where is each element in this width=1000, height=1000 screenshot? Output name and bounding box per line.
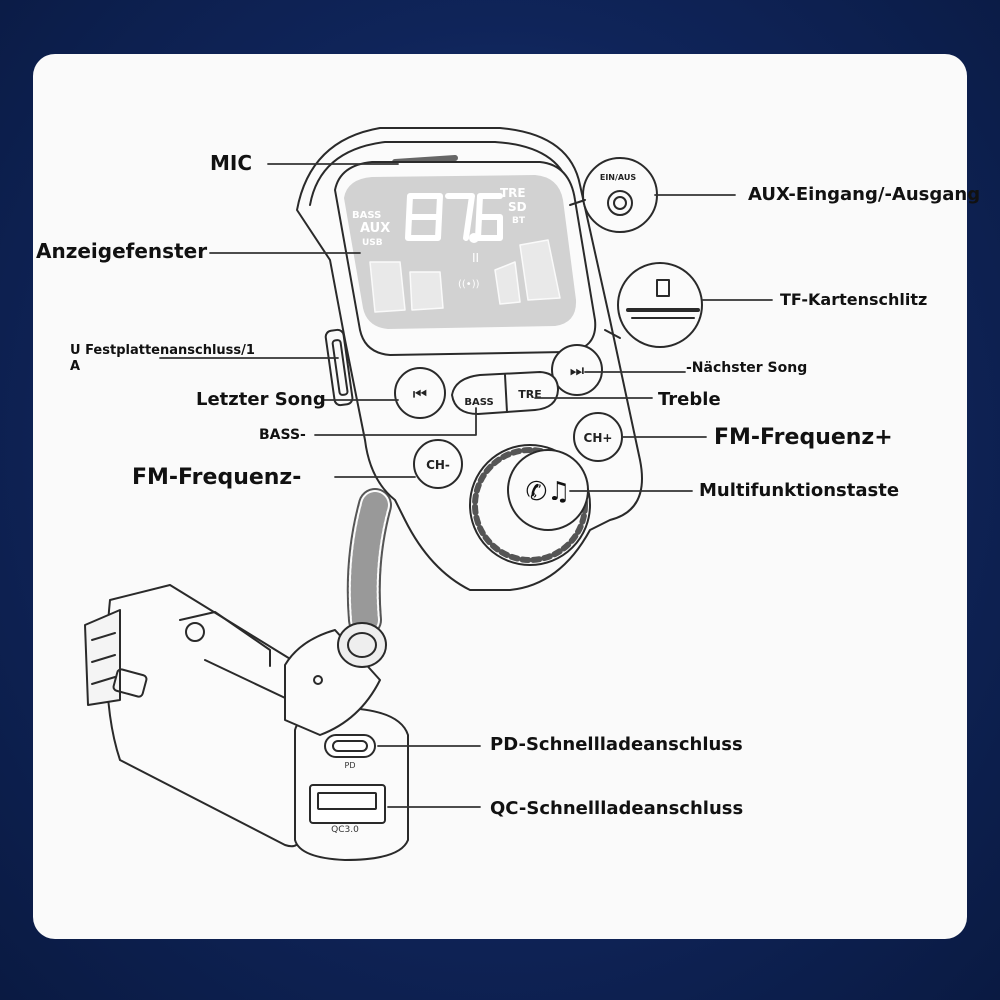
prev-button[interactable]: ⏮ bbox=[394, 367, 446, 419]
prev-icon: ⏮ bbox=[413, 384, 427, 403]
label-next-song: -Nächster Song bbox=[686, 360, 808, 376]
label-fm-plus: FM-Frequenz+ bbox=[714, 425, 893, 450]
usb-slot bbox=[324, 328, 354, 407]
label-usb-line2: A bbox=[70, 359, 81, 374]
label-prev-song: Letzter Song bbox=[196, 389, 326, 410]
next-button[interactable]: ⏭ bbox=[551, 344, 603, 396]
multifunction-knob[interactable]: ✆♫ bbox=[469, 444, 591, 566]
pd-port-label: PD bbox=[345, 761, 356, 770]
label-tf-slot: TF-Kartenschlitz bbox=[780, 290, 928, 309]
lcd-label-bass: BASS bbox=[352, 210, 381, 221]
gooseneck bbox=[337, 488, 392, 668]
bass-tre-rocker[interactable]: BASS TRE bbox=[451, 371, 559, 415]
label-treble: Treble bbox=[658, 389, 721, 410]
lcd-label-usb: USB bbox=[362, 238, 383, 248]
lcd-signal-glyph: ((•)) bbox=[458, 279, 480, 290]
lcd-label-sd: SD bbox=[508, 200, 527, 214]
lcd-label-tre: TRE bbox=[500, 186, 526, 200]
label-pd-port: PD-Schnellladeanschluss bbox=[490, 734, 743, 755]
pd-port: PD bbox=[324, 734, 376, 770]
label-mic: MIC bbox=[210, 151, 253, 175]
qc-port: QC3.0 bbox=[309, 784, 386, 835]
qc-port-label: QC3.0 bbox=[331, 825, 359, 835]
ch-plus-label: CH+ bbox=[584, 431, 613, 445]
label-fm-minus: FM-Frequenz- bbox=[132, 465, 302, 490]
aux-switch-label: EIN/AUS bbox=[600, 173, 637, 182]
tf-callout bbox=[604, 262, 703, 348]
bass-button-label: BASS bbox=[464, 397, 493, 408]
ch-minus-label: CH- bbox=[426, 458, 450, 472]
ch-minus-button[interactable]: CH- bbox=[413, 439, 463, 489]
lcd-pause-glyph: II bbox=[472, 251, 479, 265]
lcd-label-aux: AUX bbox=[360, 221, 390, 236]
label-usb-line1: U Festplattenanschluss/1 bbox=[70, 343, 255, 358]
lcd-label-bt: BT bbox=[512, 216, 526, 226]
label-bass: BASS- bbox=[259, 427, 306, 443]
next-icon: ⏭ bbox=[570, 361, 584, 380]
label-qc-port: QC-Schnellladeanschluss bbox=[490, 798, 744, 819]
label-display: Anzeigefenster bbox=[36, 239, 208, 263]
lcd-screen: BASS AUX USB TRE SD BT II ((•)) bbox=[344, 175, 577, 329]
aux-callout: EIN/AUS bbox=[569, 157, 658, 233]
ch-plus-button[interactable]: CH+ bbox=[573, 412, 623, 462]
leader-lines bbox=[159, 163, 773, 808]
phone-music-icon: ✆♫ bbox=[525, 477, 570, 507]
label-aux: AUX-Eingang/-Ausgang bbox=[748, 184, 981, 205]
label-multifunction: Multifunktionstaste bbox=[699, 480, 900, 501]
tre-button-label: TRE bbox=[518, 388, 542, 401]
